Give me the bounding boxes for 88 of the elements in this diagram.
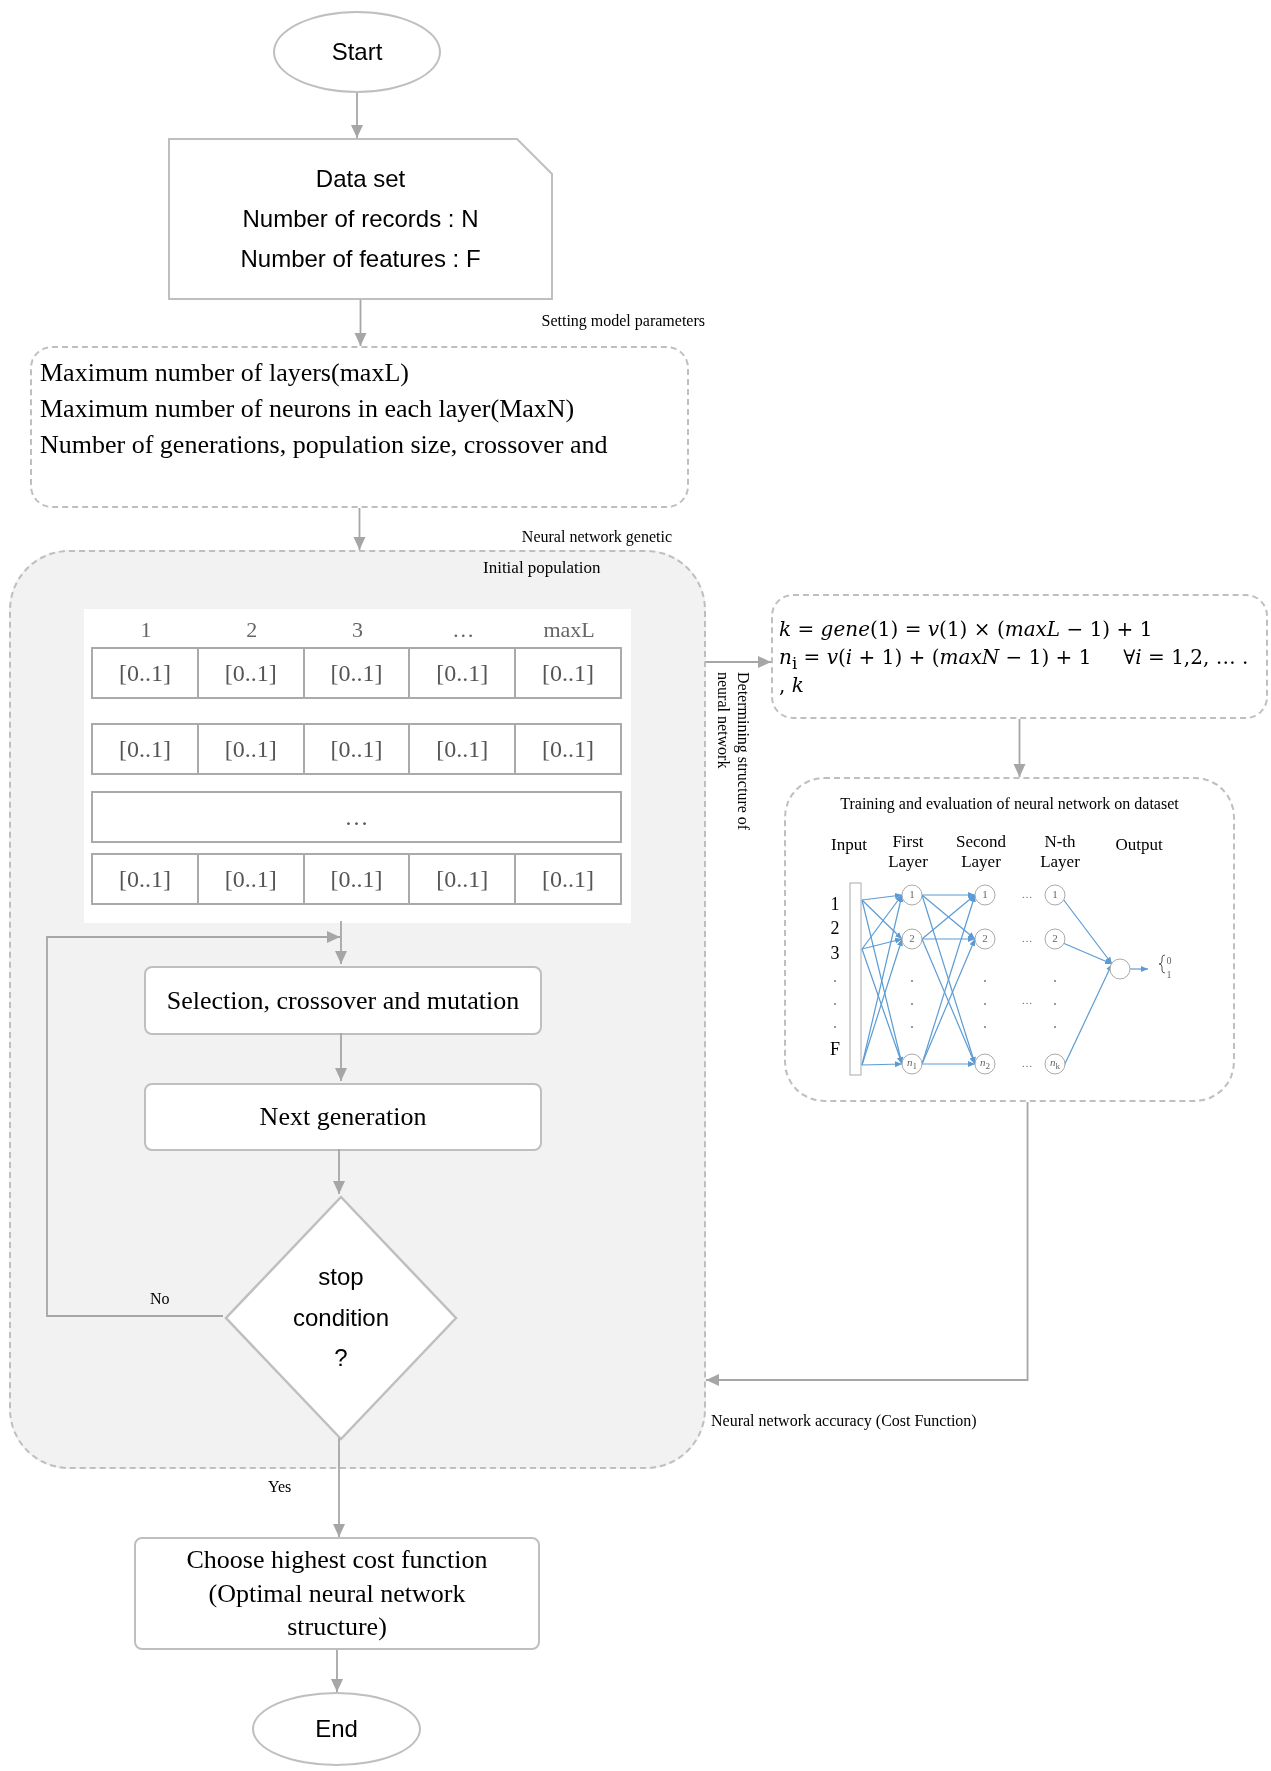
gene-cell: [0..1] <box>91 853 199 905</box>
chromosome-table <box>84 609 631 923</box>
network-label: Second Layer <box>954 831 1007 873</box>
formula-box <box>771 594 1268 719</box>
network-label: F <box>830 1039 840 1061</box>
network-label: 2 <box>830 918 840 940</box>
gene-cell: [0..1] <box>196 853 305 905</box>
network-label: … <box>1021 888 1033 902</box>
node-text: Maximum number of neurons in each layer(MaxN) <box>40 394 575 424</box>
node-text: Number of generations, population size, crossover and <box>40 430 608 460</box>
node-text: Maximum number of layers(maxL) <box>40 358 409 388</box>
box-title: Training and evaluation of neural network on dataset <box>839 795 1180 813</box>
network-label: 2 <box>982 932 988 946</box>
decision-diamond <box>225 1196 457 1440</box>
network-label: First Layer <box>887 831 929 873</box>
arrow <box>1013 718 1026 778</box>
edge-label: No <box>150 1290 170 1308</box>
node-text: Choose highest cost function (Optimal neural network structure) <box>185 1543 489 1644</box>
column-header: 2 <box>245 617 259 643</box>
network-label: 1 <box>1166 969 1172 981</box>
gene-cell: [0..1] <box>408 853 517 905</box>
edge-label: Determining structure of neural network <box>714 672 753 833</box>
network-label: n$_{2}$ <box>979 1055 991 1073</box>
network-label: 1 <box>909 888 915 902</box>
network-label: … <box>1021 932 1033 946</box>
annotation: Neural network genetic <box>520 528 672 546</box>
arrow <box>331 1649 343 1693</box>
network-label: 2 <box>1052 932 1058 946</box>
section-title: Initial population <box>483 558 601 578</box>
arrow <box>335 920 347 965</box>
gene-cell: [0..1] <box>302 723 411 775</box>
arrow <box>46 931 341 1317</box>
process-box <box>144 1083 542 1151</box>
node-text: Number of records : N <box>242 205 479 233</box>
gene-cell: [0..1] <box>302 853 411 905</box>
node-text: Data set <box>315 165 406 193</box>
column-header: … <box>451 617 476 643</box>
node-text: Start <box>331 38 383 66</box>
formula: n$_{i}$ = v(i + 1) + (maxN − 1) + 1 ∀i = 1,2, … . , k <box>779 644 1250 697</box>
gene-cell: [0..1] <box>196 647 305 699</box>
arrow <box>335 1032 347 1082</box>
network-label: Input <box>831 834 867 856</box>
node-text: End <box>315 1715 358 1743</box>
network-label: … <box>1021 994 1033 1008</box>
gene-cell: [0..1] <box>302 647 411 699</box>
column-header: maxL <box>542 617 596 643</box>
gene-cell: [0..1] <box>408 723 517 775</box>
network-label: … <box>1021 1057 1033 1071</box>
document-box <box>168 138 553 300</box>
gene-cell: [0..1] <box>91 723 199 775</box>
process-box <box>144 966 542 1035</box>
arrow <box>705 656 772 668</box>
network-label: 3 <box>830 943 840 965</box>
arrow <box>705 1101 1029 1386</box>
edge-label: Neural network accuracy (Cost Function) <box>711 1412 977 1430</box>
algorithm-container <box>9 550 706 1469</box>
arrow <box>353 507 366 551</box>
node-text: Next generation <box>259 1101 427 1134</box>
gene-cell: [0..1] <box>196 723 305 775</box>
gene-cell: [0..1] <box>91 647 199 699</box>
column-header: 3 <box>351 617 364 643</box>
arrow <box>351 92 363 139</box>
network-label: 1 <box>1052 888 1058 902</box>
gene-cell: [0..1] <box>514 853 622 905</box>
parameter-box <box>30 346 689 508</box>
annotation: Setting model parameters <box>540 312 705 330</box>
arrow <box>333 1148 345 1195</box>
node-text: Selection, crossover and mutation <box>166 984 520 1017</box>
column-header: 1 <box>139 617 153 643</box>
arrow <box>354 299 367 347</box>
network-label: n$_{1}$ <box>906 1055 918 1073</box>
network-label: 2 <box>909 932 915 946</box>
network-label: 1 <box>982 888 988 902</box>
network-label: 0 <box>1166 955 1172 967</box>
formula: k = gene(1) = v(1) × (maxL − 1) + 1 <box>779 616 1153 641</box>
gene-cell: … <box>91 791 622 843</box>
gene-cell: [0..1] <box>408 647 517 699</box>
network-label: N-th Layer <box>1039 831 1081 873</box>
node-text: Number of features : F <box>240 245 481 273</box>
network-label: 1 <box>830 894 840 916</box>
network-label: n$_{k}$ <box>1049 1055 1061 1073</box>
edge-label: Yes <box>268 1478 292 1496</box>
gene-cell: [0..1] <box>514 723 622 775</box>
network-label: Output <box>1115 834 1163 856</box>
process-box <box>134 1537 540 1650</box>
arrow <box>333 1437 345 1538</box>
node-text: stop condition ? <box>291 1261 391 1374</box>
gene-cell: [0..1] <box>514 647 622 699</box>
